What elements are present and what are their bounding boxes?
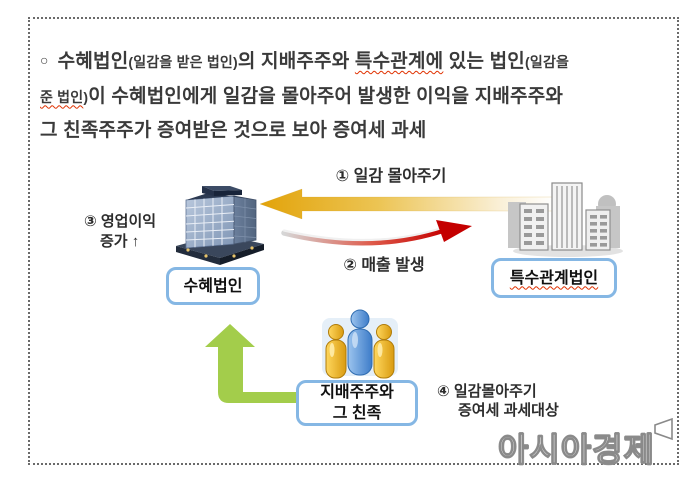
step4-note-line1: ④ 일감몰아주기 — [437, 383, 537, 400]
entity-box-controlling-shareholders: 지배주주와 그 친족 — [296, 380, 418, 426]
step4-note-line2: 증여세 과세대상 — [458, 402, 559, 419]
intro-line-2: 준 법인)이 수혜법인에게 일감을 몰아주어 발생한 이익을 지배주주와 — [40, 80, 656, 115]
circle-bullet-icon: ○ — [40, 52, 49, 68]
intro-text: 수혜법인 — [57, 51, 129, 72]
entity-box-beneficiary-label: 수혜법인 — [183, 277, 243, 295]
speech-bubble-mark — [654, 418, 673, 441]
intro-text: 이 수혜법인에게 일감을 몰아주어 발생한 이익을 지배주주와 — [88, 85, 564, 107]
intro-line-3: 그 친족주주가 증여받은 것으로 보아 증여세 과세 — [40, 114, 656, 148]
gift-elbow-arrow-up — [205, 324, 330, 403]
entity-box-related-corp-label: 특수관계법인 — [509, 269, 599, 287]
entity-box-shareholders-line2: 그 친족 — [332, 405, 382, 422]
step3-note-line2: 증가 ↑ — [100, 233, 140, 250]
step4-note: ④ 일감몰아주기 증여세 과세대상 — [437, 382, 602, 420]
shareholders-people-icon — [322, 309, 398, 379]
step3-note-line1: ③ 영업이익 — [84, 213, 157, 230]
intro-paren-text: ) — [83, 88, 89, 105]
intro-text: 의 지배주주와 — [237, 51, 355, 72]
intro-paren-text: (일감을 받은 법인) — [128, 54, 238, 70]
entity-box-shareholders-line1: 지배주주와 — [320, 384, 394, 401]
sales-swoosh-arrow-right — [281, 220, 472, 246]
step1-label: ① 일감 몰아주기 — [335, 168, 447, 185]
office-building-icon — [176, 186, 264, 265]
entity-box-beneficiary: 수혜법인 — [166, 267, 260, 305]
intro-paren-text-misspelled: 준 법인 — [40, 88, 84, 105]
intro-text-misspelled: 특수관계에 — [354, 51, 444, 72]
news-watermark: 아시아경제 — [497, 430, 655, 468]
intro-paragraph: ○수혜법인(일감을 받은 법인)의 지배주주와 특수관계에 있는 법인(일감을 … — [40, 45, 656, 148]
step2-label: ② 매출 발생 — [343, 257, 425, 274]
entity-box-related-corp: 특수관계법인 — [491, 258, 617, 298]
city-buildings-icon — [508, 182, 623, 257]
intro-line-1: ○ 수혜법인(일감을 받은 법인)의 지배주주와 특수관계에 있는 법인(일감을 — [40, 45, 656, 80]
step3-note: ③ 영업이익 증가 ↑ — [84, 212, 194, 252]
intro-paren-text: (일감을 — [525, 54, 570, 70]
intro-text: 그 친족주주가 증여받은 것으로 보아 증여세 과세 — [40, 120, 427, 141]
intro-text: 있는 법인 — [443, 51, 525, 72]
